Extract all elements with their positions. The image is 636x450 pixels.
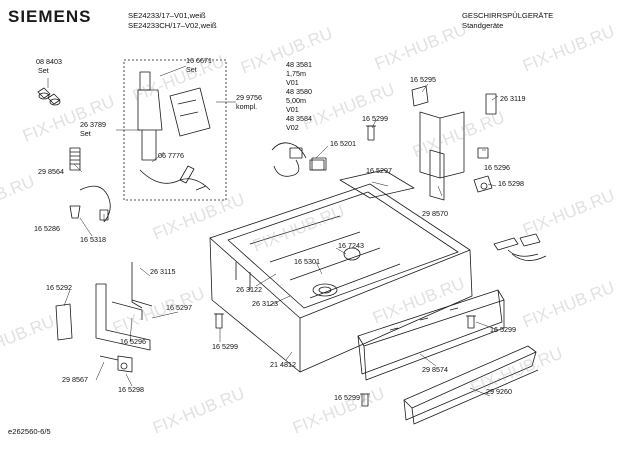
base-pan (209, 169, 473, 373)
mounting-bracket-left (55, 283, 151, 373)
part-label: 16 5297 (166, 303, 192, 312)
model-line-2: SE24233CH/17–V02,weiß (128, 21, 217, 30)
part-label: 29 8567 (62, 375, 88, 384)
part-label: Set (38, 66, 49, 75)
part-label: 29 8570 (422, 209, 448, 218)
part-label: 16 5299 (334, 393, 360, 402)
document-id: e262560-6/5 (8, 427, 51, 436)
switch-block (311, 157, 327, 171)
part-label: 29 8574 (422, 365, 448, 374)
part-label: 16 5299 (212, 342, 238, 351)
model-line-1: SE24233/17–V01,weiß (128, 11, 206, 20)
screw (366, 125, 376, 141)
part-label: 26 3122 (236, 285, 262, 294)
plinth-panel (357, 289, 505, 381)
part-label: 29 9260 (486, 387, 512, 396)
part-label: 08 8403 (36, 57, 62, 66)
part-label: 16 5286 (34, 224, 60, 233)
part-label: 06 7776 (158, 151, 184, 160)
part-label: 48 3584 (286, 114, 312, 123)
small-parts-right (473, 93, 497, 193)
part-label: V02 (286, 123, 299, 132)
part-label: 16 5301 (294, 257, 320, 266)
part-label: 16 5201 (330, 139, 356, 148)
clip-part (69, 205, 81, 219)
screw (466, 315, 476, 329)
part-label: 26 3123 (252, 299, 278, 308)
part-label: 16 5298 (118, 385, 144, 394)
part-label: 1,75m (286, 69, 306, 78)
screw (360, 393, 370, 407)
part-label: Set (186, 65, 197, 74)
part-label: 16 5292 (46, 283, 72, 292)
part-label: Set (80, 129, 91, 138)
mounting-bracket-right (411, 85, 465, 201)
part-label: 48 3580 (286, 87, 312, 96)
part-label: 21 4812 (270, 360, 296, 369)
category-subtitle: Standgeräte (462, 21, 504, 30)
part-label: V01 (286, 78, 299, 87)
part-label: 16 6671 (186, 56, 212, 65)
cable-hose (79, 185, 111, 223)
bracket-263115 (131, 262, 153, 309)
category-title: GESCHIRRSPÜLGERÄTE (462, 11, 554, 20)
hose-clamp-set (37, 87, 61, 106)
part-label: V01 (286, 105, 299, 114)
spring-part (69, 147, 81, 171)
part-label: 48 3581 (286, 60, 312, 69)
part-label: kompl. (236, 102, 258, 111)
part-label: 16 5298 (498, 179, 524, 188)
part-label: 26 3119 (500, 94, 526, 103)
part-label: 26 3115 (150, 267, 176, 276)
part-label: 5,00m (286, 96, 306, 105)
part-label: 16 5296 (484, 163, 510, 172)
part-label: 16 5296 (120, 337, 146, 346)
part-label: 26 3789 (80, 120, 106, 129)
leader-lines (47, 65, 499, 402)
part-label: 16 5295 (410, 75, 436, 84)
part-label: 29 9756 (236, 93, 262, 102)
kick-board (403, 345, 539, 425)
brand-logo: SIEMENS (8, 7, 92, 26)
inlet-valve-assembly (123, 59, 227, 201)
part-label: 16 7243 (338, 241, 364, 250)
wire-connectors (493, 233, 547, 261)
part-label: 29 8564 (38, 167, 64, 176)
screw (214, 313, 224, 329)
part-label: 16 5318 (80, 235, 106, 244)
part-label: 16 5299 (362, 114, 388, 123)
part-label: 16 5299 (490, 325, 516, 334)
cable-harness (271, 142, 325, 177)
part-label: 16 5297 (366, 166, 392, 175)
